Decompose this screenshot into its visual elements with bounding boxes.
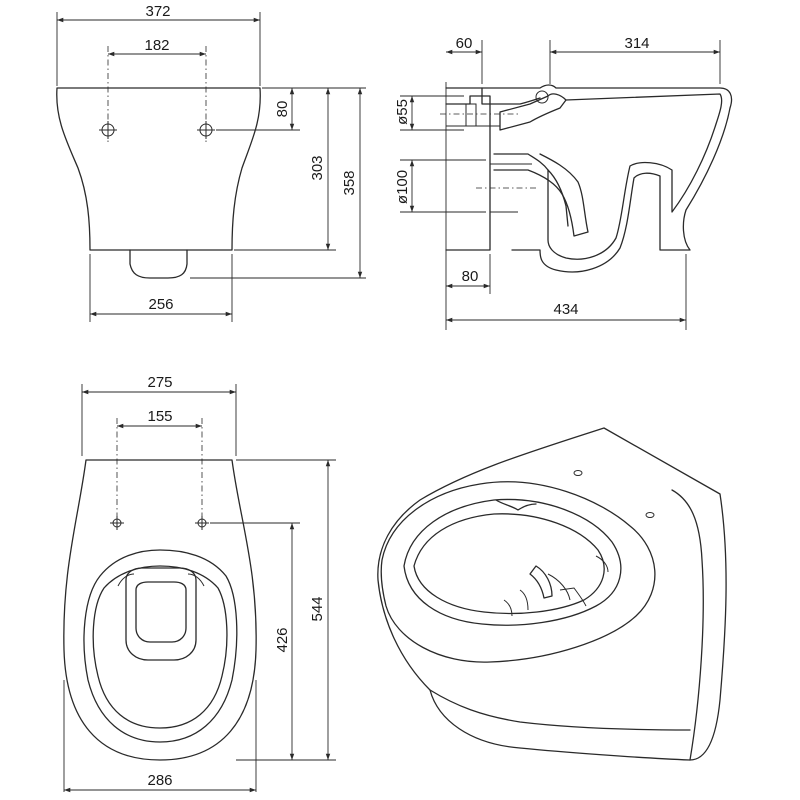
- top-hole-to-front-label: 426: [274, 627, 291, 652]
- front-overall-width-label: 372: [145, 3, 170, 20]
- front-overall-height-label: 358: [341, 170, 358, 195]
- side-view: 60 314 ø55 ø100 80 434: [394, 35, 733, 330]
- front-view-body: [56, 87, 261, 251]
- front-view: 372 182 80 303 358 256: [56, 3, 366, 322]
- side-view-bowl-wall: [493, 93, 723, 260]
- top-view-bowl-inner: [92, 565, 228, 729]
- top-view: 275 155 426 544 286: [63, 374, 336, 793]
- side-view-siphon: [493, 153, 589, 237]
- front-base-width-label: 256: [148, 296, 173, 313]
- side-outlet-diameter-label: ø100: [394, 170, 411, 204]
- top-overall-length-label: 544: [309, 596, 326, 621]
- side-view-hinge: [535, 90, 549, 104]
- front-hole-height-label: 80: [274, 101, 291, 118]
- isometric-bowl-inner: [413, 513, 605, 615]
- side-inlet-diameter-label: ø55: [394, 99, 411, 125]
- isometric-siphon: [529, 565, 553, 599]
- isometric-rim: [380, 481, 656, 663]
- isometric-mount-hole-1: [573, 470, 583, 476]
- side-view-inlet: [445, 95, 541, 105]
- side-outlet-offset-label: 80: [462, 268, 479, 285]
- front-body-height-label: 303: [309, 155, 326, 180]
- isometric-mount-hole-2: [645, 512, 655, 518]
- isometric-body: [377, 427, 727, 761]
- side-view-rim: [481, 84, 733, 273]
- top-view-drain: [125, 567, 197, 661]
- side-overall-length-label: 434: [553, 301, 578, 318]
- front-view-outlet: [129, 249, 188, 279]
- top-view-bowl: [83, 549, 238, 743]
- top-bowl-width-label: 286: [147, 772, 172, 789]
- top-view-body: [63, 459, 257, 761]
- side-bowl-depth-label: 314: [624, 35, 649, 52]
- side-view-siphon-inner: [547, 169, 569, 227]
- top-view-drain-inner: [135, 581, 187, 643]
- isometric-bowl-opening: [403, 498, 622, 626]
- top-overall-width-label: 275: [147, 374, 172, 391]
- front-hole-spacing-label: 182: [144, 37, 169, 54]
- top-hole-spacing-label: 155: [147, 408, 172, 425]
- side-wall-offset-label: 60: [456, 35, 473, 52]
- isometric-view: [377, 427, 727, 761]
- side-view-bowl-section: [499, 93, 567, 131]
- side-view-back: [445, 87, 491, 251]
